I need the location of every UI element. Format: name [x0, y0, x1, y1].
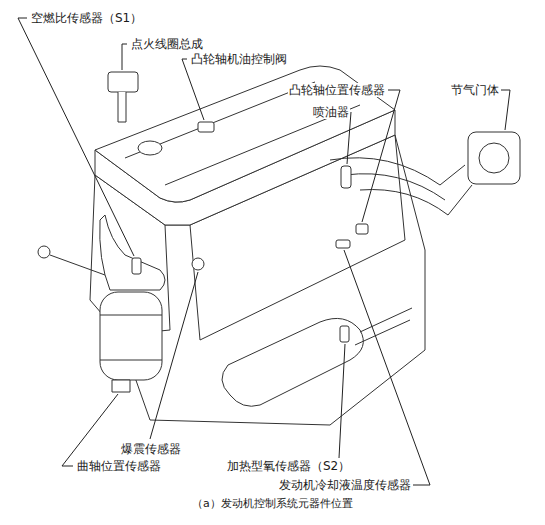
- leader-line: [182, 59, 204, 120]
- part-label: 空燃比传感器（S1）: [30, 11, 143, 25]
- camshaft-position-sensor: [356, 224, 368, 234]
- knock-sensor: [192, 258, 204, 270]
- leader-line: [122, 44, 127, 70]
- leader-line: [150, 272, 198, 439]
- coolant-temperature-sensor: [336, 240, 350, 248]
- part-label: 爆震传感器: [120, 442, 182, 456]
- part-label: 喷油器: [312, 105, 350, 119]
- leader-line: [62, 394, 118, 466]
- throttle-bore: [479, 143, 509, 173]
- leader-line: [347, 112, 351, 164]
- part-label: 点火线圈总成: [130, 37, 204, 51]
- throttle-body: [468, 132, 520, 184]
- dipstick-ring: [38, 246, 50, 258]
- air-fuel-ratio-sensor: [132, 258, 141, 274]
- exhaust-pipe: [355, 308, 412, 345]
- part-label: 加热型氧传感器（S2）: [226, 459, 351, 473]
- figure-caption: （a）发动机控制系统元器件位置: [192, 497, 353, 511]
- leader-line: [18, 18, 134, 256]
- part-label: 发动机冷却液温度传感器: [278, 478, 412, 492]
- filter-cylinder: [100, 292, 162, 380]
- crankshaft-sensor: [112, 380, 130, 392]
- oil-filler-cap: [138, 141, 162, 155]
- injector: [341, 166, 351, 188]
- part-label: 凸轮轴位置传感器: [288, 83, 386, 97]
- dipstick: [50, 255, 105, 275]
- leader-line: [344, 250, 430, 485]
- leader-line: [362, 90, 400, 222]
- intake-runners: [330, 158, 472, 215]
- oxygen-sensor-s2: [340, 326, 349, 342]
- part-label: 曲轴位置传感器: [76, 459, 162, 473]
- part-label: 节气门体: [450, 83, 500, 97]
- ignition-coil: [108, 72, 138, 92]
- valve-cover: [95, 66, 395, 202]
- cylinder-bands: [100, 315, 162, 360]
- part-label: 凸轮轴机油控制阀: [190, 52, 288, 66]
- oil-control-valve: [198, 122, 214, 132]
- valve-cover-rib: [125, 82, 360, 185]
- leader-line: [339, 344, 345, 458]
- leader-line: [501, 90, 510, 130]
- ignition-coil-stem: [118, 92, 126, 122]
